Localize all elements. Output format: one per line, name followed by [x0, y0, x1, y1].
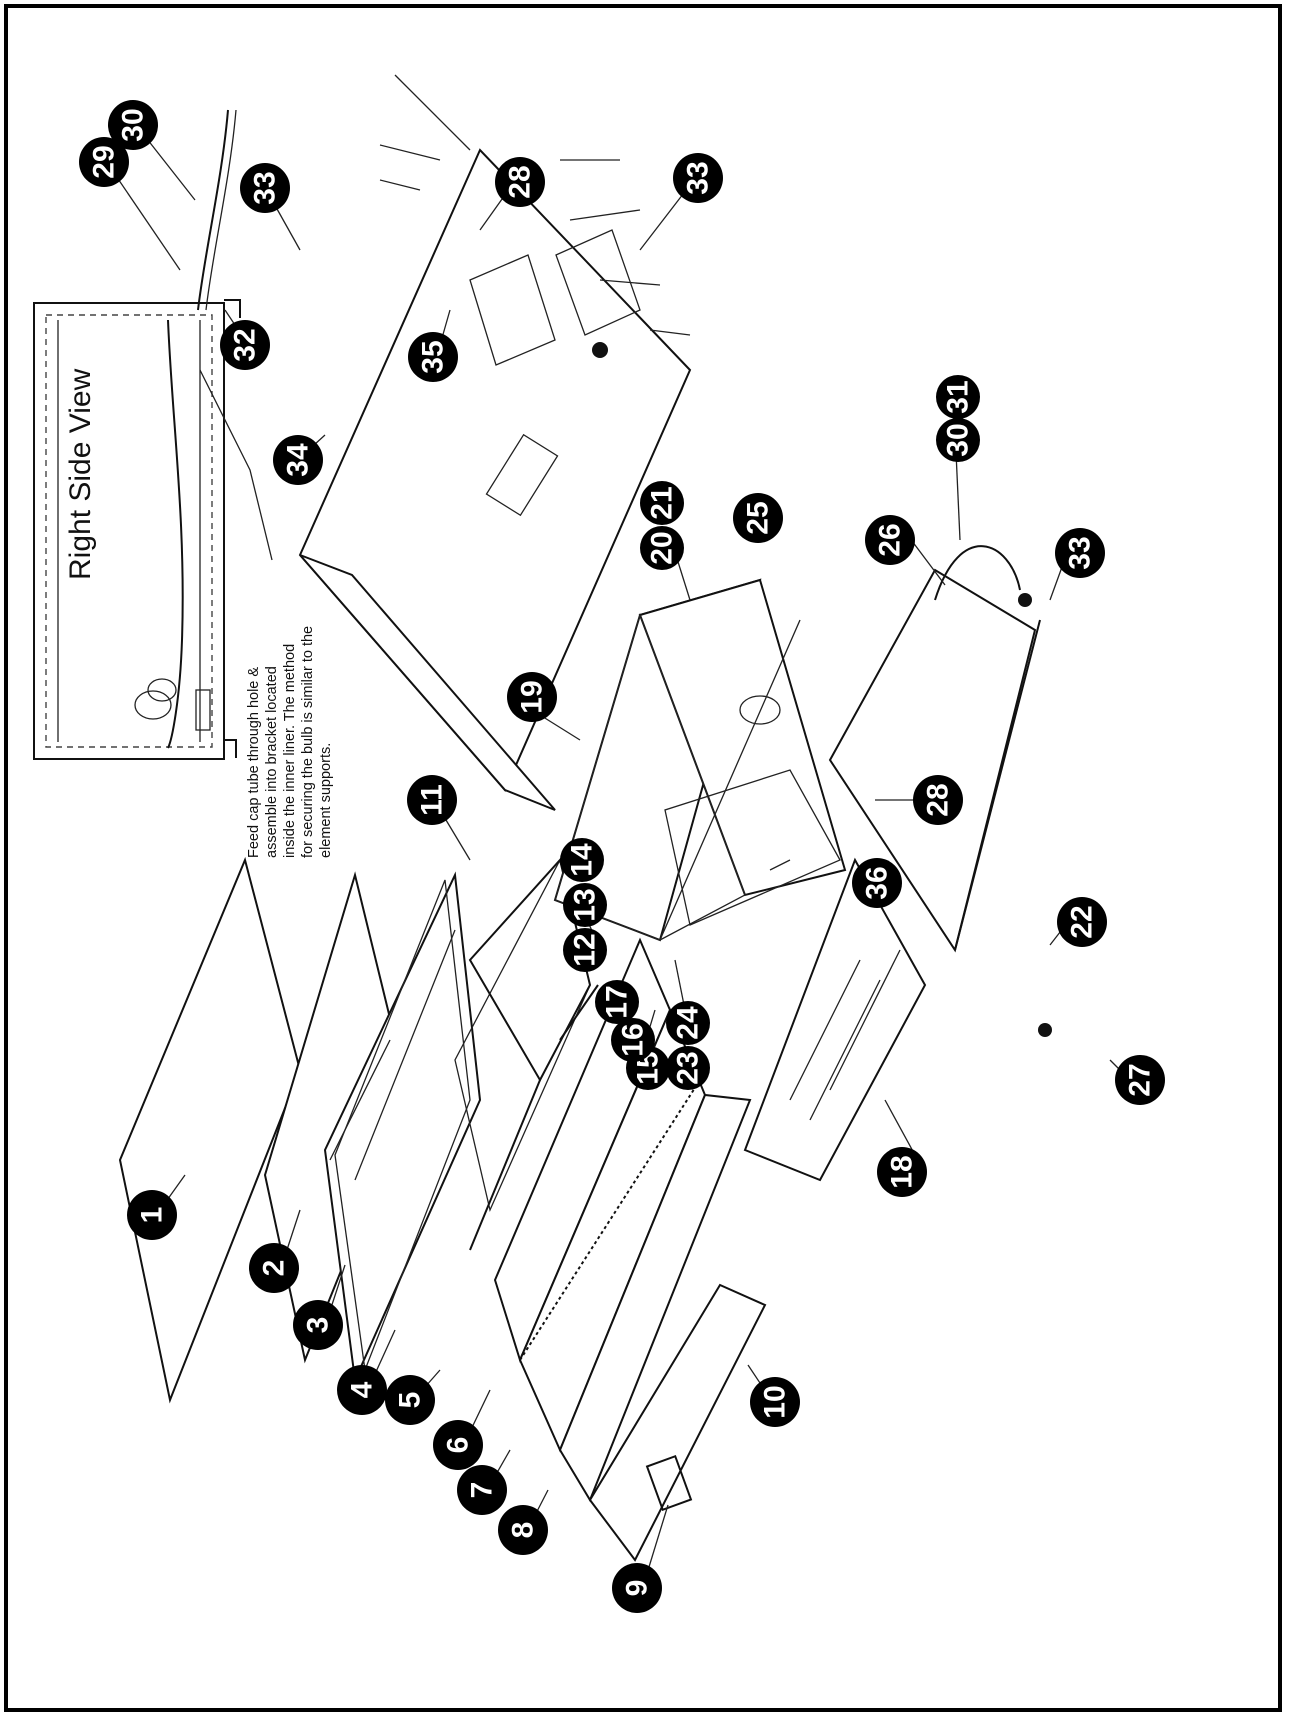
callout-36: 36 [852, 858, 902, 908]
callout-3: 3 [293, 1300, 343, 1350]
svg-text:10: 10 [759, 1385, 792, 1418]
callout-35: 35 [408, 332, 458, 382]
callout-28-upper: 28 [495, 157, 545, 207]
svg-text:20: 20 [646, 531, 679, 564]
assembly-note-line: for securing the bulb is similar to the [300, 625, 316, 858]
right-side-view-drawing [33, 299, 273, 760]
svg-text:2: 2 [258, 1260, 291, 1277]
svg-text:4: 4 [346, 1381, 379, 1398]
callout-1: 1 [127, 1190, 177, 1240]
svg-text:5: 5 [394, 1392, 427, 1409]
callout-14: 14 [560, 838, 604, 882]
svg-text:33: 33 [249, 171, 282, 204]
svg-text:33: 33 [682, 161, 715, 194]
callout-9: 9 [612, 1563, 662, 1613]
callout-29: 29 [79, 137, 129, 187]
callout-19: 19 [507, 672, 557, 722]
callout-33-top: 33 [240, 163, 290, 213]
svg-text:31: 31 [942, 380, 975, 413]
callout-10: 10 [750, 1377, 800, 1427]
assembly-note: Feed cap tube through hole & assemble in… [245, 626, 335, 858]
callout-21: 21 [640, 481, 684, 525]
callout-28-lower: 28 [913, 775, 963, 825]
callout-11: 11 [407, 775, 457, 825]
svg-text:35: 35 [417, 340, 450, 373]
callout-27: 27 [1115, 1055, 1165, 1105]
callout-5: 5 [385, 1375, 435, 1425]
callout-7: 7 [457, 1465, 507, 1515]
assembly-note-line: Feed cap tube through hole & [246, 666, 262, 858]
svg-text:6: 6 [442, 1437, 475, 1454]
inner-liner-drawing [553, 578, 847, 942]
assembly-note-line: assemble into bracket located [264, 666, 280, 858]
callout-32: 32 [220, 320, 270, 370]
svg-text:30: 30 [942, 423, 975, 456]
svg-text:32: 32 [229, 328, 262, 361]
callout-18: 18 [877, 1147, 927, 1197]
svg-text:26: 26 [874, 523, 907, 556]
svg-text:17: 17 [601, 985, 634, 1018]
top-cover-drawing [118, 856, 302, 1404]
outer-cabinet-drawing [298, 74, 692, 811]
svg-text:13: 13 [569, 888, 602, 921]
callout-20: 20 [640, 526, 684, 570]
callout-34: 34 [273, 435, 323, 485]
svg-text:24: 24 [672, 1006, 705, 1040]
assembly-note-line: inside the inner liner. The method [282, 643, 298, 858]
svg-text:36: 36 [861, 866, 894, 899]
svg-text:34: 34 [282, 443, 315, 477]
base-pan-drawing [828, 545, 1052, 1037]
svg-text:28: 28 [504, 165, 537, 198]
callout-24: 24 [666, 1001, 710, 1045]
svg-text:11: 11 [416, 784, 449, 816]
capillary-tube [197, 109, 229, 311]
callout-23: 23 [666, 1046, 710, 1090]
callout-8: 8 [498, 1505, 548, 1555]
svg-text:1: 1 [136, 1207, 169, 1224]
callout-30-lower: 30 [936, 418, 980, 462]
svg-text:18: 18 [886, 1155, 919, 1188]
callout-markers: 1 2 3 4 5 6 7 8 9 10 11 12 13 14 15 16 1… [79, 100, 1165, 1613]
callout-26: 26 [865, 515, 915, 565]
svg-text:22: 22 [1066, 905, 1099, 938]
callout-31: 31 [936, 375, 980, 419]
callout-13: 13 [563, 883, 607, 927]
bottom-grille-drawing [743, 857, 927, 1182]
svg-text:29: 29 [88, 145, 121, 178]
svg-text:27: 27 [1124, 1063, 1157, 1096]
food-pan-drawing [323, 871, 482, 1384]
callout-33-lower: 33 [1055, 528, 1105, 578]
svg-text:33: 33 [1064, 536, 1097, 569]
callout-30-top: 30 [108, 100, 158, 150]
svg-text:8: 8 [507, 1522, 540, 1539]
callout-2: 2 [249, 1243, 299, 1293]
callout-4: 4 [337, 1365, 387, 1415]
svg-text:12: 12 [569, 933, 602, 966]
svg-text:28: 28 [922, 783, 955, 816]
callout-22: 22 [1057, 897, 1107, 947]
callout-16: 16 [611, 1018, 655, 1062]
svg-text:30: 30 [117, 108, 150, 141]
callout-33-right: 33 [673, 153, 723, 203]
callout-12: 12 [563, 928, 607, 972]
svg-text:3: 3 [302, 1317, 335, 1334]
callout-17: 17 [595, 980, 639, 1024]
svg-text:16: 16 [617, 1023, 650, 1056]
svg-text:14: 14 [566, 843, 599, 877]
right-side-view-title: Right Side View [64, 368, 97, 580]
assembly-note-line: element supports. [318, 742, 334, 858]
callout-25: 25 [733, 493, 783, 543]
svg-text:7: 7 [466, 1482, 499, 1499]
svg-text:9: 9 [621, 1580, 654, 1597]
svg-text:23: 23 [672, 1051, 705, 1084]
svg-text:19: 19 [516, 680, 549, 713]
callout-6: 6 [433, 1420, 483, 1470]
svg-text:25: 25 [742, 501, 775, 534]
svg-text:21: 21 [646, 486, 679, 519]
